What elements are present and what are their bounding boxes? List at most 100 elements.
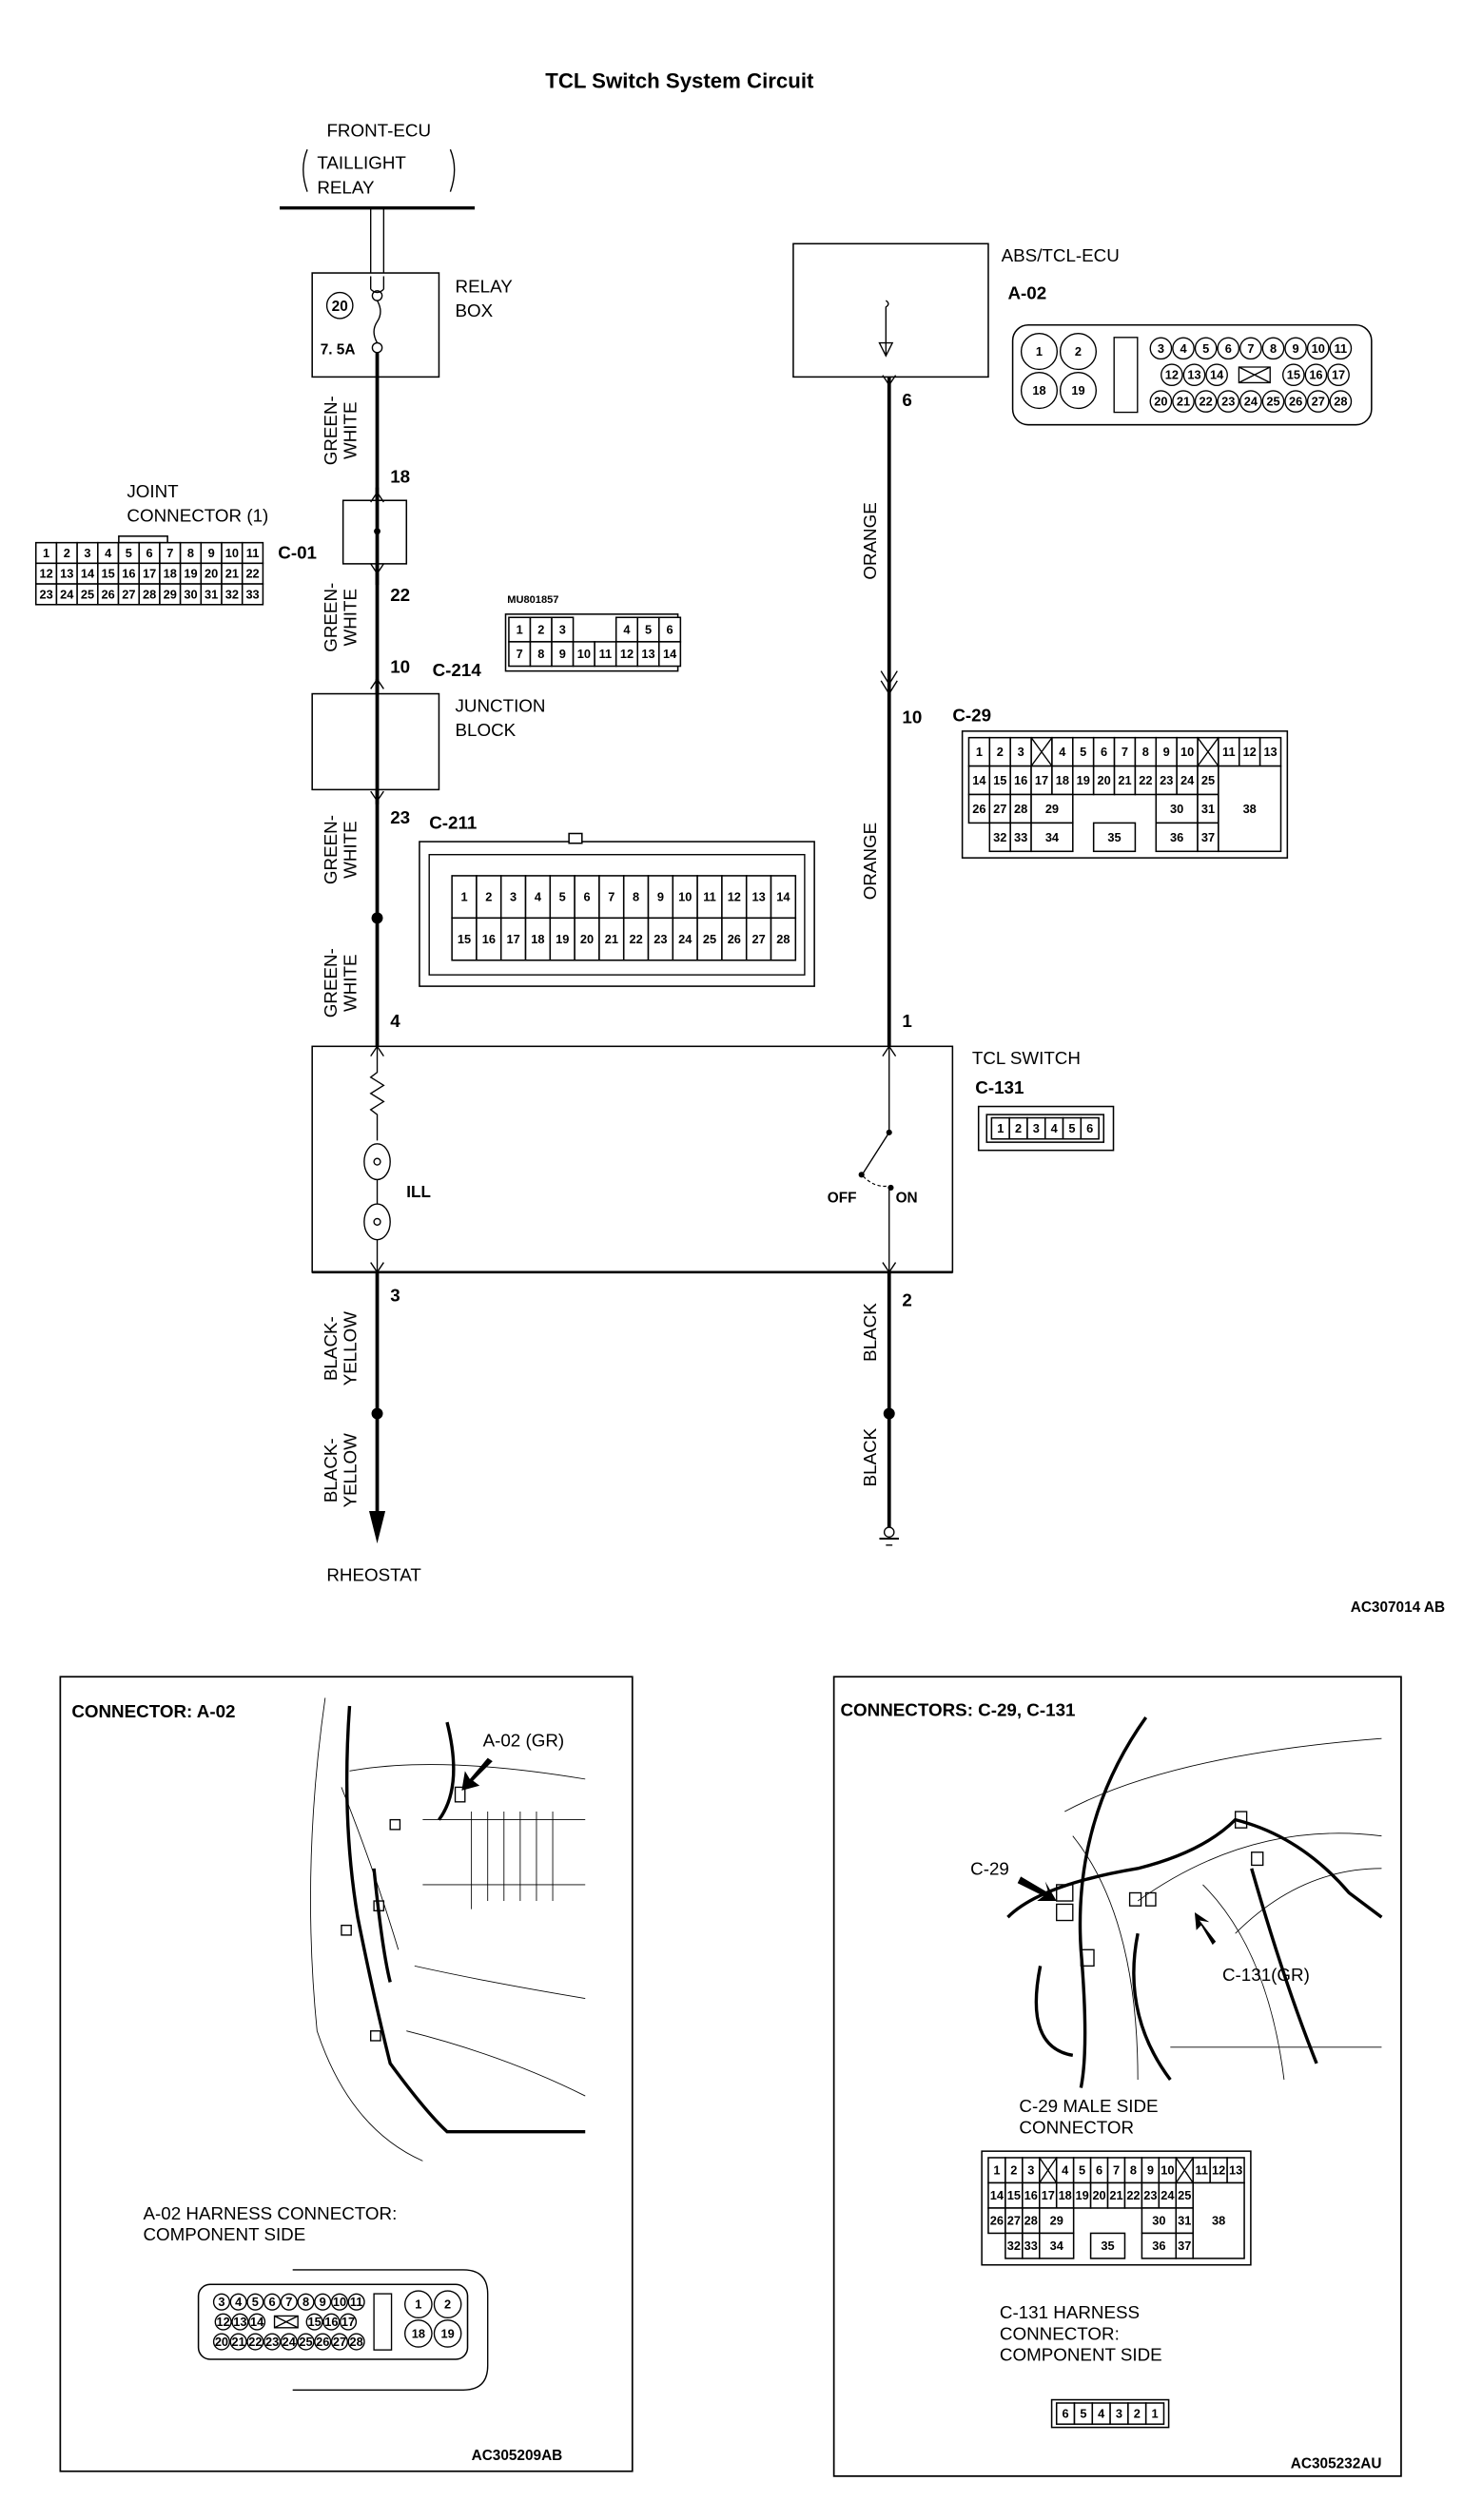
c29-code: C-29 xyxy=(952,706,991,726)
pin-label: 3 xyxy=(510,890,517,904)
pin-label: 4 xyxy=(1059,745,1066,759)
pin-cell xyxy=(524,917,552,961)
pin-label: 6 xyxy=(1225,341,1232,356)
pin-label: 14 xyxy=(1210,368,1224,382)
pin-circle xyxy=(1261,390,1285,413)
pin-circle xyxy=(1329,390,1353,413)
arrow-down-icon xyxy=(368,1510,386,1544)
pin-cell xyxy=(1080,1116,1100,1140)
pin-label: 7 xyxy=(517,647,523,661)
pin-label: 18 xyxy=(1056,773,1069,787)
pin-label: 2 xyxy=(1010,2163,1017,2178)
pin-label: 28 xyxy=(350,2335,363,2349)
ground-icon xyxy=(879,1526,899,1546)
connector-hood xyxy=(292,2269,489,2391)
pin-cell xyxy=(499,917,527,961)
pin-label: 4 xyxy=(1180,341,1187,356)
pin-cell xyxy=(574,917,600,961)
pin-label: 29 xyxy=(1050,2214,1063,2228)
pin-label: 15 xyxy=(1007,2188,1021,2202)
on-label: ON xyxy=(896,1190,918,1206)
c211-code: C-211 xyxy=(429,812,477,832)
pin-circle xyxy=(1261,337,1285,360)
double-wire xyxy=(370,207,385,277)
pin-cell xyxy=(476,875,502,920)
pin-label: 19 xyxy=(1077,773,1090,787)
taillight-label: TAILLIGHT xyxy=(317,153,406,173)
pin-label: 5 xyxy=(559,890,566,904)
pin-label: 13 xyxy=(1229,2163,1242,2178)
pin-label: 29 xyxy=(164,587,177,601)
pin-label: 3 xyxy=(1027,2163,1034,2178)
pin-circle xyxy=(404,2319,433,2348)
pin-circle xyxy=(1194,390,1218,413)
pin-label: 8 xyxy=(1270,341,1277,356)
pin-circle xyxy=(1304,363,1328,387)
pin-circle xyxy=(1020,372,1059,410)
pin-label: 9 xyxy=(559,647,566,661)
wire-color-label: ORANGE xyxy=(860,823,880,900)
pin-circle xyxy=(1149,337,1173,360)
pin-label: 1 xyxy=(997,1121,1004,1135)
pin-label: 25 xyxy=(1266,395,1279,409)
pin-circle xyxy=(231,2313,249,2331)
pin-label: 13 xyxy=(752,890,766,904)
pin-label: 16 xyxy=(1014,773,1027,787)
pin-label: 10 xyxy=(678,890,692,904)
pin-circle xyxy=(229,2293,247,2311)
pin-label: 26 xyxy=(316,2335,329,2349)
pin-label: 13 xyxy=(641,647,654,661)
pin-label: 13 xyxy=(60,567,73,581)
pin-label: 6 xyxy=(1101,745,1107,759)
pin-circle xyxy=(1217,337,1240,360)
pin-label: 20 xyxy=(215,2335,228,2349)
wire-color-label: GREEN-WHITE xyxy=(321,583,361,652)
c131-code: C-131 xyxy=(975,1077,1024,1097)
pin-label: 28 xyxy=(1334,395,1347,409)
pin-label: 4 xyxy=(1062,2163,1069,2178)
wire-color-label: GREEN-WHITE xyxy=(321,396,361,465)
pin-label: 11 xyxy=(1222,745,1236,759)
pin-label: 21 xyxy=(232,2335,245,2349)
pin-label: 31 xyxy=(1178,2214,1191,2228)
pin-label: 16 xyxy=(324,2315,338,2329)
a02-callout: A-02 (GR) xyxy=(483,1731,565,1751)
pin-label: 28 xyxy=(143,587,156,601)
pin-circle xyxy=(248,2313,266,2331)
figure-id: AC307014 AB xyxy=(1351,1599,1445,1616)
pin-label: 5 xyxy=(1202,341,1209,356)
c29-callout: C-29 xyxy=(970,1859,1009,1879)
pin-circle xyxy=(263,2293,282,2311)
pin-label: 21 xyxy=(605,932,618,946)
pin-label: 17 xyxy=(1035,773,1048,787)
pin-label: 35 xyxy=(1101,2239,1114,2253)
pin-label: 17 xyxy=(1332,368,1345,382)
pin-circle xyxy=(433,2290,462,2318)
splice-dot xyxy=(371,912,383,924)
pin-label: 6 xyxy=(1096,2163,1102,2178)
pin-label: 7 xyxy=(1113,2163,1120,2178)
relay-box-label: RELAY xyxy=(456,277,514,297)
pin-circle xyxy=(330,2293,348,2311)
pin-label: 8 xyxy=(187,546,194,560)
pin-label: 27 xyxy=(1007,2214,1021,2228)
pin-circle xyxy=(1327,363,1350,387)
pin-label: 12 xyxy=(620,647,634,661)
pin-cell xyxy=(241,583,264,606)
pin-circle xyxy=(1020,333,1059,371)
pin-circle xyxy=(404,2290,433,2318)
pin-label: 21 xyxy=(225,567,239,581)
tcl-switch-name: TCL SWITCH xyxy=(972,1048,1081,1068)
pin-label: 5 xyxy=(252,2295,259,2309)
pin-label: 3 xyxy=(1018,745,1024,759)
pin-cell xyxy=(696,917,723,961)
junction-block-label: JUNCTION xyxy=(456,695,546,715)
pin-label: 3 xyxy=(559,623,566,637)
c131-caption-2: CONNECTOR: xyxy=(1000,2323,1120,2343)
a02-caption: A-02 HARNESS CONNECTOR: xyxy=(143,2203,397,2223)
pin-label: 26 xyxy=(728,932,741,946)
wire-color-label: BLACK xyxy=(860,1427,880,1486)
pin-label: 6 xyxy=(269,2295,276,2309)
